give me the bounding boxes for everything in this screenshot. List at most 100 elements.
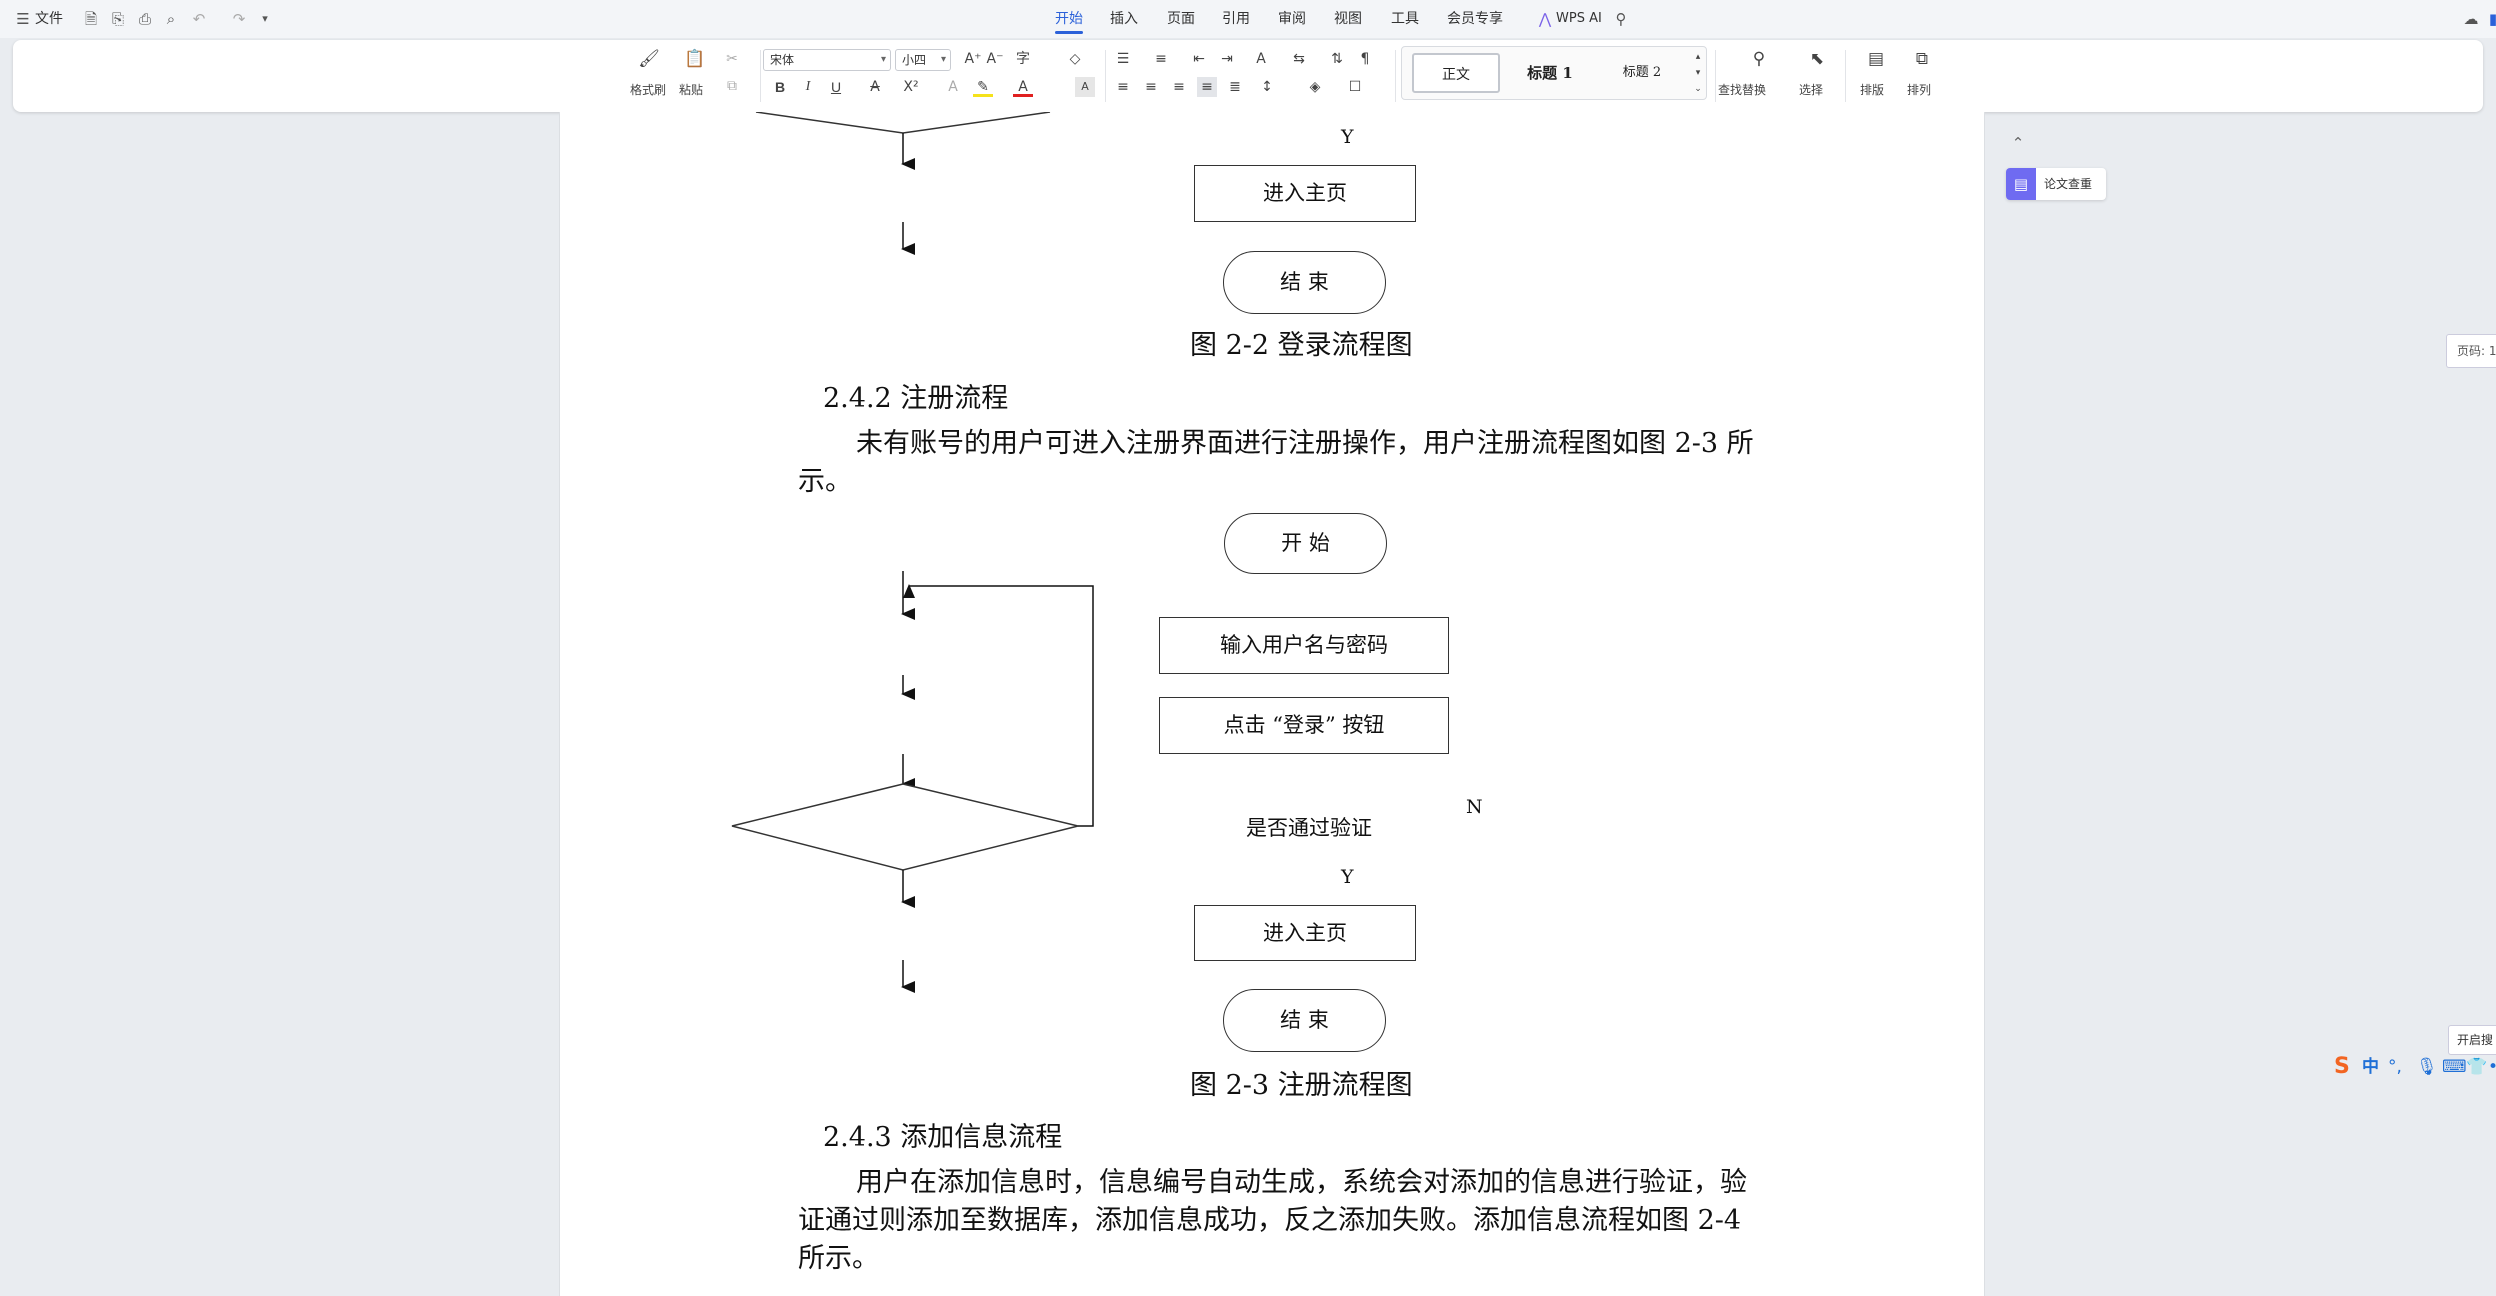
bold-button[interactable]: B [774, 79, 786, 95]
fig23-start-terminal: 开 始 [1224, 513, 1387, 574]
page-number-indicator[interactable]: 页码: 1 [2446, 334, 2496, 368]
section-2-4-3-heading: 2.4.3 添加信息流程 [823, 1122, 1063, 1153]
increase-indent-icon[interactable]: ⇥ [1221, 51, 1233, 67]
fig22-decision-bottom [755, 112, 1051, 134]
paste-icon[interactable]: 📋 [684, 49, 706, 69]
redo-icon[interactable]: ↷ [232, 10, 246, 28]
align-right-icon[interactable]: ≡ [1173, 79, 1185, 95]
font-name-combo[interactable]: 宋体 ▾ [763, 49, 891, 71]
paper-check-button[interactable]: ▤ 论文查重 [2006, 168, 2106, 200]
select-cursor-icon[interactable]: ⬉ [1809, 49, 1825, 69]
styles-scroll-down-icon[interactable]: ▾ [1695, 68, 1701, 78]
font-size-combo[interactable]: 小四 ▾ [895, 49, 951, 71]
save-icon[interactable]: 🗎 [84, 10, 98, 28]
tab-member[interactable]: 会员专享 [1447, 11, 1503, 27]
fig23-caption: 图 2-3 注册流程图 [1190, 1070, 1413, 1101]
tab-page[interactable]: 页面 [1167, 11, 1195, 27]
tab-tools[interactable]: 工具 [1391, 11, 1419, 27]
fig23-enter-home-box: 进入主页 [1194, 905, 1416, 961]
clear-format-icon[interactable]: ◇ [1069, 51, 1081, 67]
keyboard-icon[interactable]: ⌨ [2442, 1057, 2467, 1077]
styles-scroll-up-icon[interactable]: ▴ [1695, 52, 1701, 62]
wps-ai-button[interactable]: WPS AI [1556, 11, 1602, 26]
styles-expand-icon[interactable]: ⌄ [1694, 84, 1702, 94]
style-normal[interactable]: 正文 [1412, 53, 1500, 93]
distributed-align-icon[interactable]: ≣ [1229, 79, 1241, 95]
fig23-click-login-box: 点击 “登录” 按钮 [1159, 697, 1449, 754]
font-size-value: 小四 [902, 53, 927, 67]
copy-icon[interactable]: ⧉ [727, 78, 737, 94]
format-painter-label[interactable]: 格式刷 [630, 83, 667, 97]
find-replace-label[interactable]: 查找替换 [1718, 83, 1767, 97]
print-preview-icon[interactable]: ⌕ [166, 10, 176, 28]
quick-access-dropdown-icon[interactable]: ▾ [262, 12, 268, 25]
italic-button[interactable]: I [805, 79, 811, 94]
ribbon-separator [1395, 50, 1396, 102]
punctuation-icon[interactable]: °, [2388, 1057, 2402, 1077]
ime-toolbar: S 中 °, 🎙 ⌨ 👕 • [2334, 1052, 2496, 1082]
link-icon[interactable]: ⎘ [111, 10, 124, 28]
phonetic-guide-icon[interactable]: 字 [1016, 51, 1030, 67]
paste-label[interactable]: 粘贴 [679, 83, 704, 97]
sogou-logo-icon[interactable]: S [2334, 1054, 2350, 1079]
align-left-icon[interactable]: ≡ [1117, 79, 1129, 95]
menu-icon[interactable]: ☰ [16, 10, 30, 28]
open-search-tab[interactable]: 开启搜 [2448, 1025, 2496, 1055]
style-heading-2[interactable]: 标题 2 [1622, 65, 1662, 80]
section-2-4-2-paragraph-line1: 未有账号的用户可进入注册界面进行注册操作，用户注册流程图如图 2-3 所 [856, 428, 1754, 459]
underline-button[interactable]: U [830, 79, 842, 95]
layout-icon[interactable]: ▤ [1867, 49, 1885, 69]
sort-icon[interactable]: ⇅ [1331, 51, 1343, 67]
cut-icon[interactable]: ✂ [726, 51, 738, 67]
microphone-icon[interactable]: 🎙 [2416, 1057, 2438, 1077]
tab-view[interactable]: 视图 [1334, 11, 1362, 27]
arrange-label[interactable]: 排列 [1907, 83, 1932, 97]
format-painter-icon[interactable]: 🖌 [638, 49, 660, 69]
shading-icon[interactable]: ◈ [1309, 79, 1321, 95]
numbered-list-icon[interactable]: ≡ [1155, 51, 1167, 67]
border-icon[interactable]: ☐ [1348, 79, 1362, 95]
fig23-yes-label: Y [1341, 866, 1354, 888]
fig23-no-label: N [1466, 796, 1483, 818]
account-icon[interactable]: ▮ [2488, 10, 2496, 28]
font-color-icon[interactable]: A [1013, 77, 1033, 97]
justify-icon[interactable]: ≡ [1197, 77, 1217, 97]
bullet-list-icon[interactable]: ☰ [1116, 51, 1130, 67]
file-menu[interactable]: 文件 [35, 11, 63, 27]
document-page[interactable]: Y 进入主页 结 束 图 2-2 登录流程图 2.4.2 注册流程 未有账号的用… [559, 112, 1985, 1296]
wps-ai-icon: ⋀ [1538, 10, 1552, 28]
tab-review[interactable]: 审阅 [1278, 11, 1306, 27]
style-heading-1[interactable]: 标题 1 [1527, 64, 1573, 82]
tab-reference[interactable]: 引用 [1222, 11, 1250, 27]
skin-icon[interactable]: 👕 [2466, 1057, 2488, 1077]
select-label[interactable]: 选择 [1799, 83, 1824, 97]
strikethrough-icon[interactable]: A [870, 79, 880, 95]
layout-label[interactable]: 排版 [1860, 83, 1885, 97]
fig22-end-terminal: 结 束 [1223, 251, 1386, 314]
tab-home[interactable]: 开始 [1055, 0, 1083, 38]
show-marks-icon[interactable]: ¶ [1360, 51, 1370, 67]
chinese-layout-icon[interactable]: A [1256, 51, 1266, 67]
ime-language-toggle[interactable]: 中 [2362, 1057, 2379, 1077]
align-center-icon[interactable]: ≡ [1145, 79, 1157, 95]
section-2-4-3-paragraph-line2: 证通过则添加至数据库，添加信息成功，反之添加失败。添加信息流程如图 2-4 [798, 1205, 1742, 1236]
print-icon[interactable]: ⎙ [138, 10, 151, 28]
menubar: ☰ 文件 🗎 ⎘ ⎙ ⌕ ↶ ↷ ▾ 开始 插入 页面 引用 审阅 视图 工具 … [0, 0, 2496, 38]
arrange-icon[interactable]: ⧉ [1915, 49, 1929, 69]
search-icon[interactable]: ⚲ [1615, 10, 1627, 28]
more-icon[interactable]: • [2488, 1056, 2496, 1078]
find-icon[interactable]: ⚲ [1752, 49, 1766, 69]
highlight-icon[interactable]: ✎ [973, 77, 993, 97]
decrease-indent-icon[interactable]: ⇤ [1193, 51, 1205, 67]
character-shading-icon[interactable]: A [1075, 77, 1095, 97]
tab-insert[interactable]: 插入 [1110, 11, 1138, 27]
increase-font-icon[interactable]: A⁺ [964, 51, 982, 67]
collapse-panel-icon[interactable]: ⌃ [2011, 134, 2025, 152]
text-direction-icon[interactable]: ⇆ [1293, 51, 1305, 67]
text-effect-icon[interactable]: A [948, 79, 958, 95]
cloud-icon[interactable]: ☁ [2463, 10, 2479, 28]
superscript-icon[interactable]: X² [903, 79, 919, 95]
line-spacing-icon[interactable]: ↕ [1261, 79, 1273, 95]
decrease-font-icon[interactable]: A⁻ [986, 51, 1004, 67]
undo-icon[interactable]: ↶ [192, 10, 206, 28]
